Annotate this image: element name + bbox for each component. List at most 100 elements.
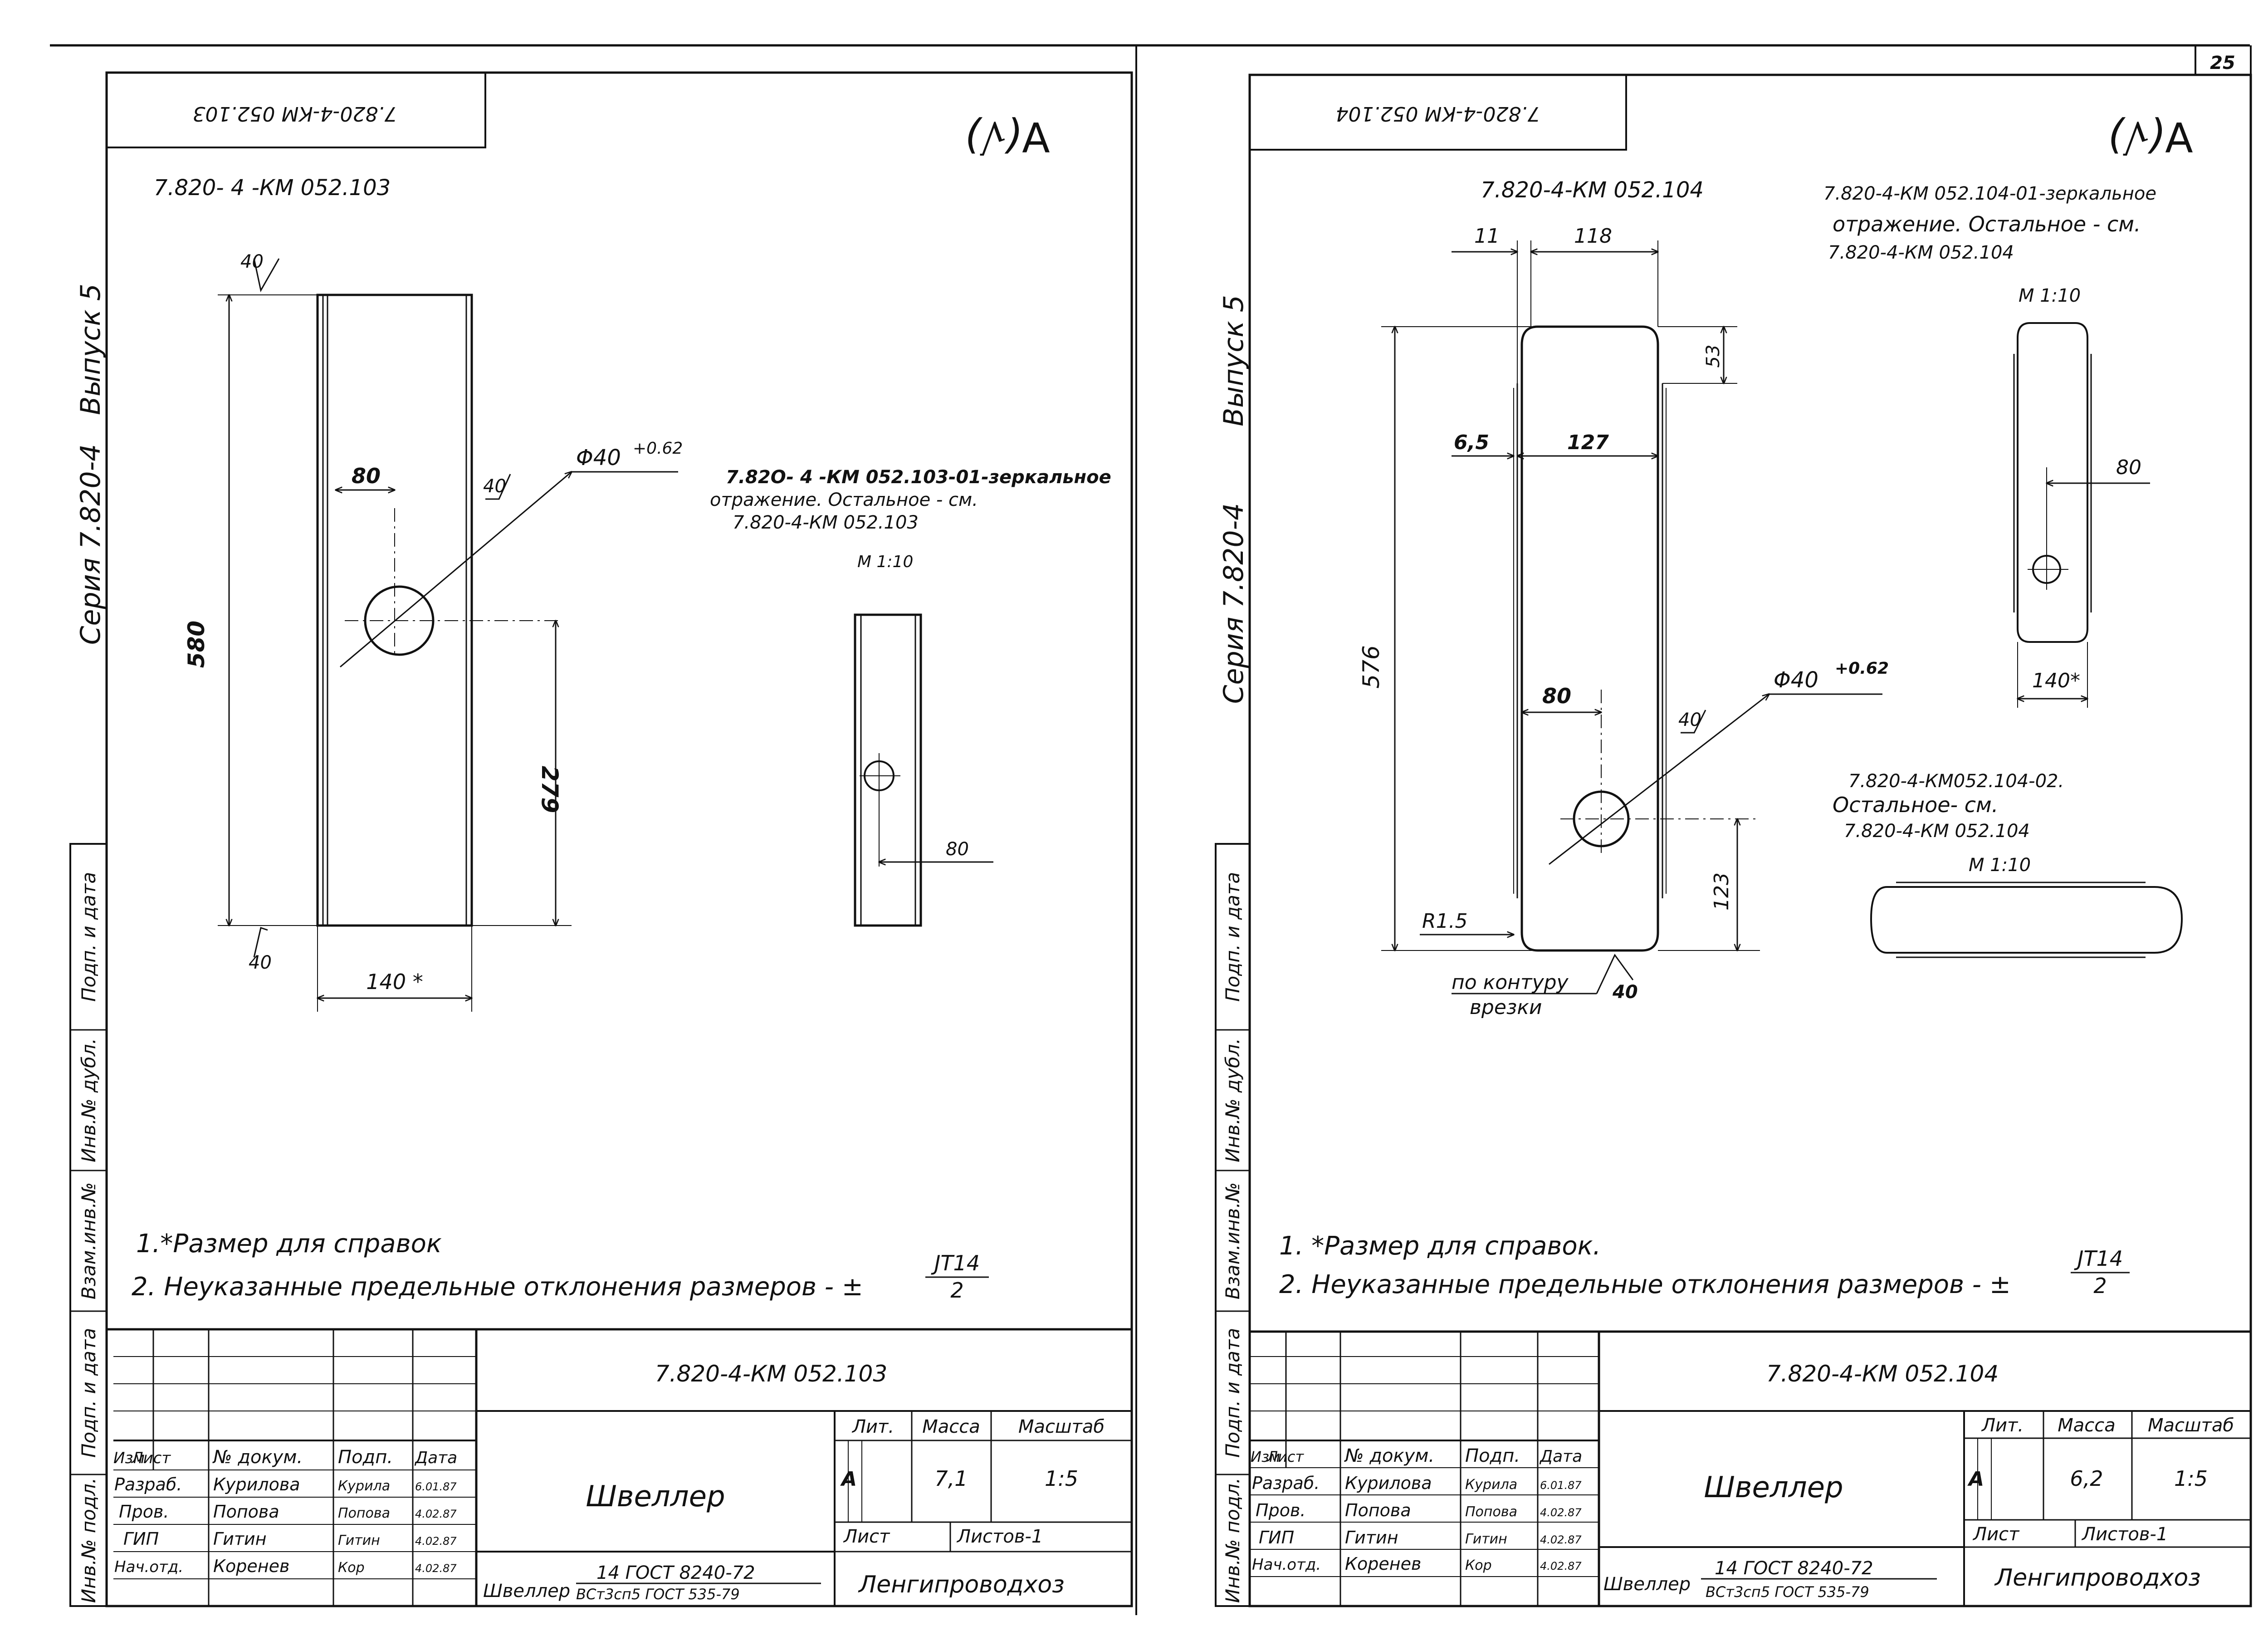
right-tb-mass-h: Масса <box>2058 1415 2116 1436</box>
right-tb-r1-name: Курилова <box>1345 1473 1432 1493</box>
left-series-label: Серия 7.820-4 <box>75 444 107 645</box>
right-stamp-code: 7.820-4-КМ 052.104 <box>1336 102 1540 125</box>
left-dim-40-mid: 40 <box>483 476 506 497</box>
left-tb-h-sign: Подп. <box>338 1447 393 1468</box>
left-tb-r4-role: Нач.отд. <box>114 1558 183 1576</box>
right-part-code: 7.820-4-КМ 052.104 <box>1481 177 1704 203</box>
right-side-stamp-3: Взам.инв.№ <box>1222 1182 1244 1299</box>
right-side-stamp-5: Инв.№ подл. <box>1222 1478 1244 1603</box>
right-tb-material-prefix: Швеллер <box>1603 1574 1691 1595</box>
left-part-view <box>316 294 562 927</box>
right-contour-1: по контуру <box>1452 971 1569 994</box>
left-tb-material-den: ВСт3сп5 ГОСТ 535-79 <box>576 1586 740 1603</box>
left-frame <box>105 71 1133 1607</box>
right-small-view-2 <box>1870 882 2183 958</box>
left-tb-material-num: 14 ГОСТ 8240-72 <box>596 1563 755 1583</box>
left-tb-r4-sign: Кор <box>338 1560 365 1576</box>
right-small-view-1: 80 140* <box>2013 322 2150 708</box>
left-tb-lit-h: Лит. <box>851 1416 894 1437</box>
right-tb-scale: 1:5 <box>2174 1466 2208 1491</box>
left-scale-label: М 1:10 <box>857 553 913 571</box>
left-tb-r2-role: Пров. <box>119 1502 169 1522</box>
left-hole-tol: +0.62 <box>633 439 683 458</box>
right-small-dim-140: 140* <box>2032 669 2080 692</box>
right-tb-material-den: ВСт3сп5 ГОСТ 535-79 <box>1706 1583 1869 1601</box>
left-tb-h-izm: Изм <box>113 1449 145 1467</box>
right-side-stamp-1: Подп. и дата <box>1222 872 1244 1002</box>
right-part-view <box>1513 325 1755 952</box>
left-side-stamp-5: Инв.№ подл. <box>78 1478 100 1603</box>
right-dim-6-5: 6,5 <box>1454 431 1489 454</box>
right-scale-1: М 1:10 <box>2019 285 2081 306</box>
right-note02-2: Остальное- см. <box>1833 793 1998 817</box>
left-tb-r2-sign: Попова <box>338 1505 390 1521</box>
right-tb-h-sign: Подп. <box>1465 1445 1520 1466</box>
right-sheet: 7.820-4-КМ 052.104 ∀(√) 7.820-4-КМ 052.1… <box>1215 73 2252 1607</box>
left-tb-org: Ленгипроводхоз <box>858 1571 1065 1598</box>
left-tol-den: 2 <box>950 1278 963 1303</box>
right-dim-127: 127 <box>1567 431 1609 454</box>
left-dim-40-bot: 40 <box>249 952 272 973</box>
left-tb-r3-sign: Гитин <box>338 1533 380 1548</box>
left-mirror-note-3: 7.820-4-КМ 052.103 <box>733 512 919 533</box>
right-tb-r4-name: Коренев <box>1345 1554 1421 1574</box>
left-dim-140: 140 * <box>366 970 423 994</box>
right-tb-r3-sign: Гитин <box>1465 1531 1507 1547</box>
right-tb-r1-sign: Курила <box>1465 1477 1517 1493</box>
left-roughness-symbol: ∀(√) <box>964 113 1050 160</box>
right-tb-r3-date: 4.02.87 <box>1540 1533 1582 1546</box>
left-tb-lit: А <box>840 1468 857 1491</box>
right-dim-11: 11 <box>1474 225 1500 248</box>
left-dim-580: 580 <box>183 621 210 668</box>
right-note-1: 1. *Размер для справок. <box>1279 1231 1601 1261</box>
right-side-stamp <box>1215 843 1251 1607</box>
right-tb-r1-date: 6.01.87 <box>1540 1479 1582 1492</box>
left-tb-r1-name: Курилова <box>213 1474 300 1494</box>
left-tb-r1-date: 6.01.87 <box>415 1480 457 1493</box>
left-small-view: 80 <box>854 613 993 927</box>
right-tb-sheets-h: Листов-1 <box>2081 1524 2168 1545</box>
right-contour-2: врезки <box>1470 996 1542 1019</box>
right-tb-r4-date: 4.02.87 <box>1540 1560 1582 1572</box>
left-dim-279: 279 <box>537 766 563 813</box>
left-tol-num: JT14 <box>931 1251 980 1275</box>
right-tb-name: Швеллер <box>1704 1471 1843 1504</box>
right-tb-h-izm: Изм <box>1251 1448 1280 1465</box>
right-hole-dia: Φ40 <box>1774 667 1818 693</box>
left-issue-label: Выпуск 5 <box>75 284 107 415</box>
left-small-dim-80: 80 <box>946 839 969 860</box>
right-tb-r4-sign: Кор <box>1465 1558 1492 1573</box>
page-number: 25 <box>2210 53 2235 73</box>
right-dim-576: 576 <box>1358 645 1384 688</box>
left-side-stamp-2: Инв.№ дубл. <box>78 1038 100 1162</box>
left-tb-material-prefix: Швеллер <box>483 1581 570 1602</box>
right-tb-r1-role: Разраб. <box>1252 1473 1320 1493</box>
left-tb-r2-date: 4.02.87 <box>415 1508 457 1520</box>
left-mirror-note-1: 7.82O- 4 -КМ 052.103-01-зеркальное <box>726 467 1111 488</box>
right-side-stamp-4: Подп. и дата <box>1222 1328 1244 1458</box>
right-stamp-box <box>1249 74 1627 151</box>
left-tb-r1-sign: Курила <box>338 1478 390 1494</box>
right-tb-lit: А <box>1967 1468 1984 1491</box>
left-tb-r4-name: Коренев <box>213 1556 289 1576</box>
right-issue-label: Выпуск 5 <box>1218 295 1250 426</box>
left-tb-h-doc: № докум. <box>212 1447 303 1468</box>
left-tb-r3-date: 4.02.87 <box>415 1535 457 1548</box>
right-tb-r2-name: Попова <box>1345 1500 1411 1520</box>
right-dim-40: 40 <box>1678 710 1701 730</box>
left-sheet: 7.820-4-КМ 052.103 ∀(√) 7.820- 4 -КМ 052… <box>69 71 1133 1607</box>
right-dim-r15: R1.5 <box>1422 910 1468 933</box>
right-roughness-symbol: ∀(√) <box>2107 113 2193 160</box>
right-tb-r2-date: 4.02.87 <box>1540 1506 1582 1519</box>
left-note-2: 2. Неуказанные предельные отклонения раз… <box>132 1272 863 1302</box>
right-note-2: 2. Неуказанные предельные отклонения раз… <box>1279 1270 2011 1299</box>
left-tb-r2-name: Попова <box>213 1502 279 1522</box>
right-tb-sheet-h: Лист <box>1972 1524 2020 1545</box>
left-tb-scale-h: Масштаб <box>1018 1416 1105 1437</box>
left-mirror-note-2: отражение. Остальное - см. <box>710 490 978 510</box>
right-tb-lit-h: Лит. <box>1981 1415 2024 1436</box>
right-tb-r2-sign: Попова <box>1465 1504 1517 1520</box>
right-tb-r4-role: Нач.отд. <box>1252 1556 1321 1574</box>
right-tb-h-date: Дата <box>1539 1447 1582 1466</box>
left-part-code: 7.820- 4 -КМ 052.103 <box>154 175 391 201</box>
